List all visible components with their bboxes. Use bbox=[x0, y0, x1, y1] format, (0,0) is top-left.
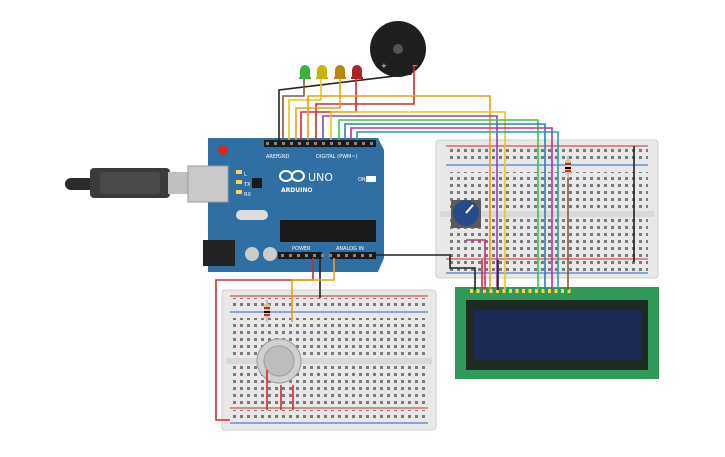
wire bbox=[282, 79, 305, 140]
wire bbox=[338, 119, 539, 290]
lcd-pin bbox=[515, 289, 519, 293]
led bbox=[351, 65, 363, 79]
power-analog-pin bbox=[289, 254, 292, 257]
lcd-pin bbox=[522, 289, 525, 293]
digital-pin bbox=[346, 142, 349, 145]
board-maker-label: ARDUINO bbox=[281, 187, 312, 194]
capacitor bbox=[245, 247, 259, 261]
digital-pin bbox=[298, 142, 301, 145]
digital-pin bbox=[338, 142, 341, 145]
lcd-pin bbox=[496, 289, 499, 293]
digital-header-label: DIGITAL (PWM~) bbox=[316, 154, 358, 160]
power-label: POWER bbox=[292, 246, 311, 252]
breadboard-bottom-left bbox=[221, 289, 437, 431]
wire bbox=[300, 79, 357, 140]
wire bbox=[356, 131, 559, 290]
lcd-pin bbox=[489, 289, 493, 293]
wire bbox=[315, 66, 415, 140]
lcd-pin bbox=[483, 289, 486, 293]
power-analog-pin bbox=[313, 254, 316, 257]
digital-pin bbox=[290, 142, 293, 145]
lcd-pin bbox=[535, 289, 538, 293]
lcd-pin bbox=[470, 289, 473, 293]
potentiometer bbox=[451, 200, 481, 228]
rx-label: RX bbox=[244, 192, 251, 198]
wire bbox=[278, 62, 412, 140]
tx-label: TX bbox=[243, 182, 251, 188]
lcd-pin bbox=[476, 289, 480, 293]
digital-pin bbox=[330, 142, 333, 145]
lcd-pin bbox=[541, 289, 545, 293]
board-model-label: UNO bbox=[308, 171, 333, 184]
arduino-logo bbox=[279, 170, 305, 182]
power-analog-pin bbox=[305, 254, 308, 257]
power-analog-pin bbox=[345, 254, 348, 257]
led bbox=[299, 65, 311, 79]
lcd-pin bbox=[554, 289, 558, 293]
digital-pin bbox=[314, 142, 317, 145]
gnd-label: GND bbox=[278, 154, 290, 160]
lcd-pin bbox=[502, 289, 506, 293]
wire bbox=[295, 79, 341, 140]
power-analog-pin bbox=[337, 254, 340, 257]
atmega-chip bbox=[280, 220, 376, 242]
power-analog-pin bbox=[297, 254, 300, 257]
wire bbox=[344, 123, 546, 290]
led bbox=[316, 65, 328, 79]
wire bbox=[215, 258, 314, 421]
crystal bbox=[236, 210, 268, 220]
led-group bbox=[299, 65, 363, 79]
buzzer-plus-label: + bbox=[381, 62, 387, 70]
wire bbox=[322, 115, 498, 290]
power-analog-pin bbox=[321, 254, 324, 257]
digital-pin bbox=[322, 142, 325, 145]
wires bbox=[215, 62, 635, 421]
wire bbox=[350, 127, 553, 290]
lcd-display bbox=[455, 287, 659, 379]
power-analog-pin bbox=[369, 254, 372, 257]
digital-pin bbox=[354, 142, 357, 145]
digital-pin bbox=[274, 142, 277, 145]
wire bbox=[307, 95, 491, 290]
power-analog-pin bbox=[329, 254, 332, 257]
aref-label: AREF bbox=[266, 154, 279, 160]
wire bbox=[288, 79, 322, 140]
lcd-pin bbox=[528, 289, 532, 293]
capacitor bbox=[263, 247, 277, 261]
analog-in-label: ANALOG IN bbox=[336, 246, 364, 252]
lcd-pin bbox=[548, 289, 551, 293]
led bbox=[334, 65, 346, 79]
wire bbox=[376, 254, 476, 290]
wire bbox=[466, 239, 486, 290]
piezo-buzzer: + − bbox=[370, 21, 426, 77]
power-analog-pin bbox=[353, 254, 356, 257]
digital-pin bbox=[362, 142, 365, 145]
wire bbox=[291, 258, 335, 322]
digital-pin bbox=[306, 142, 309, 145]
gas-sensor bbox=[256, 338, 302, 384]
lcd-pin bbox=[561, 289, 564, 293]
digital-pin bbox=[370, 142, 373, 145]
led-l-label: L bbox=[244, 172, 247, 178]
wire bbox=[330, 111, 506, 290]
power-analog-pin bbox=[281, 254, 284, 257]
lcd-pin bbox=[567, 289, 571, 293]
digital-pin bbox=[266, 142, 269, 145]
digital-header bbox=[264, 140, 376, 147]
usb-cable bbox=[65, 168, 190, 198]
reset-button bbox=[218, 145, 228, 155]
on-label: ON bbox=[358, 177, 366, 183]
buzzer-minus-label: − bbox=[412, 62, 418, 70]
arduino-uno-board: AREF GND DIGITAL (PWM~) L TX RX ON UNO A… bbox=[187, 138, 384, 272]
resistor-bottom bbox=[264, 300, 270, 322]
lcd-pin bbox=[509, 289, 512, 293]
digital-pin bbox=[282, 142, 285, 145]
power-analog-pin bbox=[361, 254, 364, 257]
resistor-top bbox=[565, 156, 571, 178]
